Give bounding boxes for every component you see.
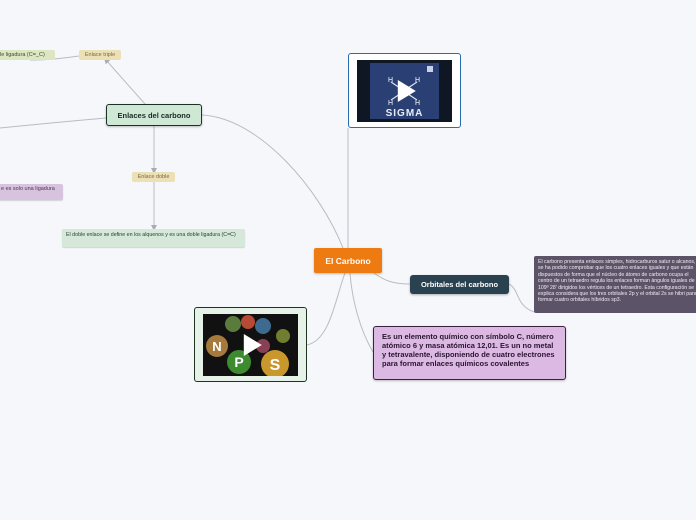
subtopic-doble-desc[interactable]: El doble enlace se define en los alqueno…: [62, 229, 245, 247]
subtopic-orbitales-desc-text: El carbono presenta enlaces simples, hid…: [538, 259, 696, 303]
nps-letter-s: S: [270, 357, 281, 374]
link-central-nps: [307, 273, 345, 345]
video-sigma[interactable]: H H H H C SIGMA: [348, 53, 461, 128]
video-sigma-thumbnail[interactable]: H H H H C SIGMA: [357, 60, 452, 122]
subtopic-enlace-doble[interactable]: Enlace doble: [132, 172, 175, 182]
central-topic-label: El Carbono: [325, 256, 370, 266]
subtopic-doble-desc-text: El doble enlace se define en los alqueno…: [66, 232, 236, 238]
subtopic-enlace-doble-label: Enlace doble: [138, 174, 170, 180]
topic-enlaces-del-carbono[interactable]: Enlaces del carbono: [106, 104, 202, 126]
sigma-atom-h1: H: [388, 77, 393, 84]
subtopic-triple-desc-label: le ligadura (C=_C): [0, 52, 45, 58]
subtopic-triple-desc[interactable]: le ligadura (C=_C): [0, 50, 55, 60]
topic-enlaces-label: Enlaces del carbono: [118, 111, 191, 120]
video-nps-thumbnail[interactable]: N P S: [203, 314, 298, 376]
link-enlaces-triple: [106, 60, 145, 104]
subtopic-simple-desc-text: e es solo una ligadura: [1, 186, 55, 192]
subtopic-enlace-triple-label: Enlace triple: [85, 52, 115, 58]
nps-letter-n: N: [212, 339, 221, 354]
nps-letter-p: P: [234, 354, 243, 370]
link-central-definicion: [350, 273, 373, 352]
play-icon[interactable]: [243, 334, 261, 356]
subtopic-enlace-triple[interactable]: Enlace triple: [79, 50, 121, 60]
subtopic-orbitales-desc[interactable]: El carbono presenta enlaces simples, hid…: [534, 256, 696, 313]
subtopic-simple-desc[interactable]: e es solo una ligadura: [0, 184, 63, 200]
central-topic[interactable]: El Carbono: [314, 248, 382, 273]
sigma-atom-h2: H: [415, 77, 420, 84]
play-icon[interactable]: [397, 80, 415, 102]
video-nps[interactable]: N P S: [194, 307, 307, 382]
link-enlaces-left: [0, 118, 106, 128]
link-orbitales-desc: [509, 284, 534, 312]
sigma-caption: SIGMA: [386, 108, 424, 119]
topic-orbitales-del-carbono[interactable]: Orbitales del carbono: [410, 275, 509, 294]
topic-definicion[interactable]: Es un elemento químico con símbolo C, nú…: [373, 326, 566, 380]
topic-definicion-text: Es un elemento químico con símbolo C, nú…: [382, 332, 555, 368]
sigma-atom-h4: H: [415, 100, 420, 107]
topic-orbitales-label: Orbitales del carbono: [421, 280, 498, 289]
sigma-atom-h3: H: [388, 100, 393, 107]
